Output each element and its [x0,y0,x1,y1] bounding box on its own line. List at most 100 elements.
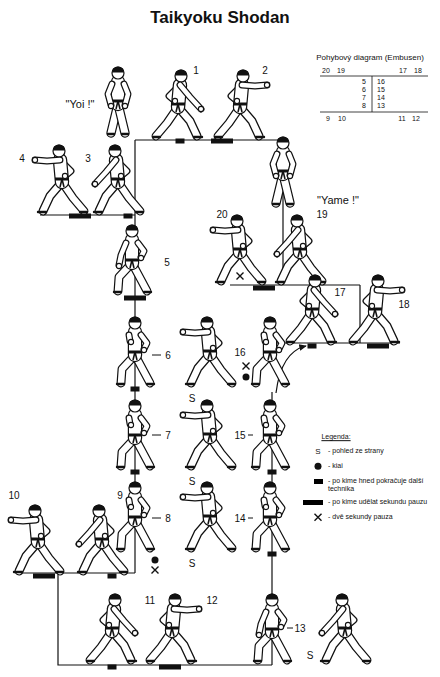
side-view-mark: S [189,393,196,404]
leader-line [248,518,253,519]
leader-line [248,435,253,436]
head [93,505,105,517]
title: Taikyoku Shodan [150,9,290,28]
fist [345,622,350,627]
belt-tail [118,179,120,187]
foot [117,466,124,468]
mini-number: 6 [362,86,366,94]
fist [319,630,324,635]
fist [8,517,13,522]
mini-number: 15 [377,86,385,94]
head [277,137,289,149]
limb-outline [289,154,293,175]
foot [94,211,102,213]
head [309,275,321,287]
foot [282,548,289,550]
head [231,215,243,227]
legend-text: - po kime udělat sekundu pauzu [328,498,428,506]
limb-fill [289,154,293,175]
head [237,70,249,82]
mini-line [320,76,428,77]
belt-tail [102,539,104,547]
fist [263,339,268,344]
karateka-figure [215,70,270,138]
fist [399,287,404,292]
hair [266,594,278,600]
move-number: 18 [398,299,409,310]
limb-outline [314,290,335,314]
fist [116,263,121,268]
belt-tail [210,351,212,359]
limb-fill [95,160,116,184]
pause-cross [152,567,159,574]
belt-tail [270,517,272,525]
hair [109,145,121,151]
side-view-mark: S [189,476,196,487]
hair [372,275,384,281]
limb-fill [273,154,277,175]
karateka-figure [273,137,293,205]
belt-tail [38,539,40,547]
foot [256,136,264,138]
limb-fill [180,85,201,109]
foot [56,571,63,573]
limb-outline [322,609,343,633]
karateka-figure [32,145,87,213]
belt-tail [270,435,272,443]
fist [92,181,97,186]
mini-number: 11 [398,115,405,123]
pause-bar [308,344,317,349]
hair [53,145,65,151]
foot [363,660,370,662]
move-number: 4 [19,153,25,164]
limb-fill [124,84,128,105]
belt-tail [283,171,285,179]
limb-fill [314,290,335,314]
hair [291,215,303,221]
karateka-figure [114,225,151,293]
legend-symbol: S [315,448,320,457]
fist [278,624,283,629]
foot [117,548,124,550]
karateka-figure [92,145,143,213]
move-number: 20 [216,209,227,220]
karateka-figure [287,275,338,343]
head [336,594,348,606]
karateka-figure [254,594,291,662]
move-number: 17 [334,287,345,298]
limb-outline [377,290,402,291]
fist [210,428,215,433]
leader-line [152,518,161,519]
fist [32,157,37,162]
foot [273,203,279,205]
move-number: 2 [262,65,268,76]
foot [136,211,143,213]
foot [276,281,284,283]
foot [117,383,124,385]
fist [180,494,185,499]
limb-outline [259,612,266,634]
pause-bar [268,470,277,475]
fist [38,533,43,538]
mini-number: 7 [362,94,366,102]
legend-text: - po kime hned pokračuje další technika [328,477,428,493]
legend-text: - kiai [328,462,428,470]
hair [264,317,276,323]
pause-bar [108,574,117,579]
fist [276,430,281,435]
pause-bar [69,214,91,219]
pause-bar [253,286,275,291]
limb-fill [277,230,298,254]
foot [153,136,160,138]
karateka-figure [274,215,325,283]
mini-number: 9 [326,115,330,123]
belt-tail [300,249,302,257]
leader-line [287,628,293,629]
fist [300,243,305,248]
mini-number: 8 [362,102,366,110]
head [53,145,65,157]
foot [287,341,294,343]
side-view-mark: S [189,558,196,569]
foot [128,660,136,662]
